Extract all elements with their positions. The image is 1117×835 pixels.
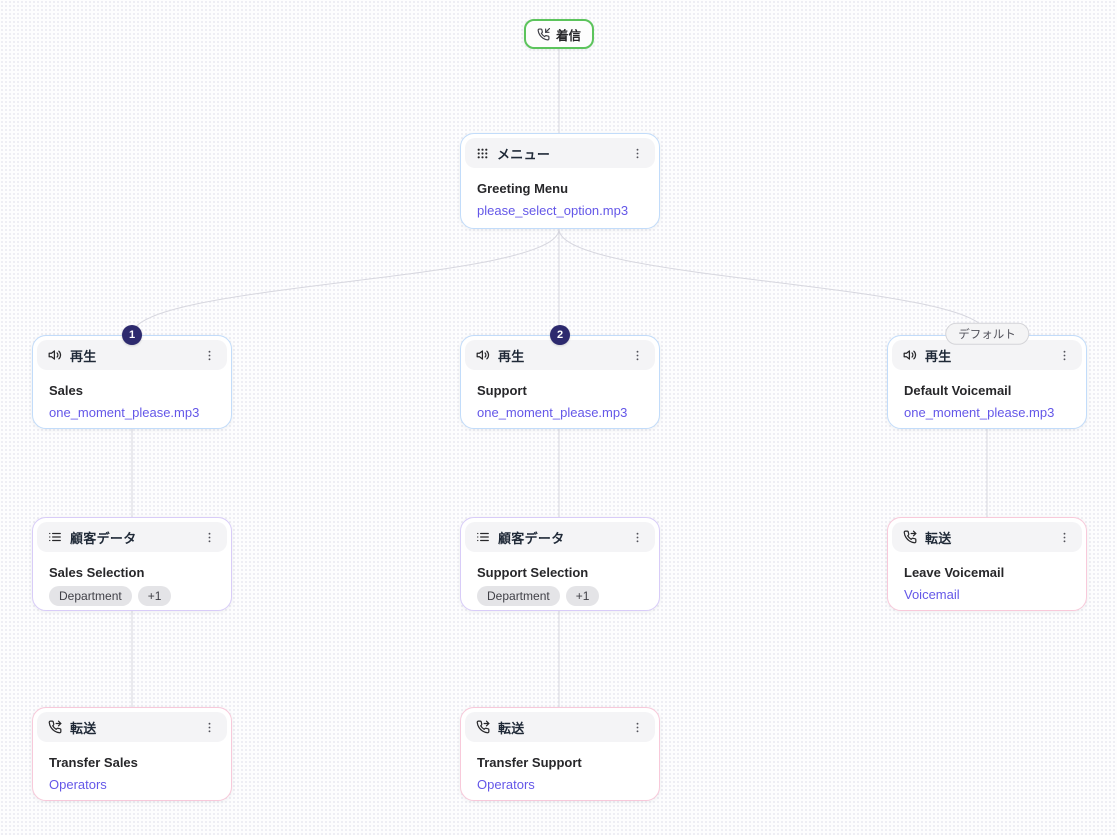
audio-file-link[interactable]: one_moment_please.mp3 (904, 405, 1055, 420)
node-type-label: 顧客データ (498, 530, 565, 546)
kebab-menu-button[interactable] (628, 346, 646, 364)
transfer-target-link[interactable]: Operators (49, 777, 107, 792)
node-title: Sales (49, 383, 83, 398)
node-play-default-voicemail[interactable]: デフォルト 再生 Default Voicemail one_moment_pl… (887, 322, 1087, 429)
node-header: 再生 (37, 340, 227, 370)
kebab-menu-button[interactable] (628, 528, 646, 546)
grid-menu-icon (476, 147, 489, 160)
node-type-label: 転送 (70, 720, 97, 736)
node-type-label: 再生 (498, 348, 525, 364)
node-title: Leave Voicemail (904, 565, 1005, 580)
node-title: Support Selection (477, 565, 589, 580)
node-header: メニュー (465, 138, 655, 168)
volume-icon (48, 348, 62, 362)
volume-icon (476, 348, 490, 362)
kebab-icon (1063, 350, 1065, 360)
data-field-tag: Department (49, 586, 132, 606)
node-support-selection[interactable]: 顧客データ Support Selection Department +1 (460, 517, 660, 611)
node-header: 転送 (892, 522, 1082, 552)
kebab-menu-button[interactable] (628, 144, 646, 162)
more-fields-tag: +1 (565, 586, 600, 606)
start-node-label: 着信 (555, 28, 582, 43)
node-transfer-sales[interactable]: 転送 Transfer Sales Operators (32, 707, 232, 801)
kebab-menu-button[interactable] (200, 718, 218, 736)
edge-menu-sales (131, 228, 560, 336)
kebab-icon (208, 722, 210, 732)
node-header: 顧客データ (465, 522, 655, 552)
edge-label-badge-default: デフォルト (945, 322, 1029, 345)
node-transfer-support[interactable]: 転送 Transfer Support Operators (460, 707, 660, 801)
node-type-label: メニュー (497, 146, 551, 162)
kebab-menu-button[interactable] (1055, 528, 1073, 546)
kebab-icon (636, 532, 638, 542)
node-type-label: 顧客データ (70, 530, 137, 546)
node-title: Transfer Sales (49, 755, 138, 770)
kebab-menu-button[interactable] (628, 718, 646, 736)
kebab-icon (636, 722, 638, 732)
edge-label-badge-1: 1 (122, 325, 142, 345)
edge-menu-default (558, 228, 988, 336)
kebab-icon (208, 350, 210, 360)
phone-forwarded-icon (903, 530, 917, 544)
kebab-menu-button[interactable] (200, 528, 218, 546)
kebab-icon (636, 148, 638, 158)
node-header: 顧客データ (37, 522, 227, 552)
kebab-icon (636, 350, 638, 360)
audio-file-link[interactable]: one_moment_please.mp3 (49, 405, 200, 420)
node-greeting-menu[interactable]: メニュー Greeting Menu please_select_option.… (460, 133, 660, 229)
list-icon (476, 530, 490, 544)
node-type-label: 転送 (925, 530, 952, 546)
node-header: 再生 (465, 340, 655, 370)
node-title: Default Voicemail (904, 383, 1012, 398)
node-title: Sales Selection (49, 565, 145, 580)
phone-forwarded-icon (476, 720, 490, 734)
node-sales-selection[interactable]: 顧客データ Sales Selection Department +1 (32, 517, 232, 611)
phone-forwarded-icon (48, 720, 62, 734)
volume-icon (903, 348, 917, 362)
transfer-target-link[interactable]: Voicemail (904, 587, 960, 602)
list-icon (48, 530, 62, 544)
node-type-label: 再生 (70, 348, 97, 364)
edge-label-badge-2: 2 (550, 325, 570, 345)
node-leave-voicemail[interactable]: 転送 Leave Voicemail Voicemail (887, 517, 1087, 611)
node-header: 転送 (37, 712, 227, 742)
kebab-menu-button[interactable] (200, 346, 218, 364)
kebab-menu-button[interactable] (1055, 346, 1073, 364)
transfer-target-link[interactable]: Operators (477, 777, 535, 792)
kebab-icon (1063, 532, 1065, 542)
node-play-sales[interactable]: 1 再生 Sales one_moment_please.mp3 (32, 325, 232, 429)
node-title: Greeting Menu (477, 181, 569, 196)
node-incoming-call[interactable]: 着信 (523, 19, 595, 49)
phone-incoming-icon (537, 27, 550, 41)
node-header: 転送 (465, 712, 655, 742)
more-fields-tag: +1 (137, 586, 172, 606)
audio-file-link[interactable]: please_select_option.mp3 (477, 203, 629, 218)
data-field-tag: Department (477, 586, 560, 606)
node-type-label: 転送 (498, 720, 525, 736)
audio-file-link[interactable]: one_moment_please.mp3 (477, 405, 628, 420)
node-title: Support (477, 383, 527, 398)
node-header: 再生 (892, 340, 1082, 370)
node-type-label: 再生 (925, 348, 952, 364)
kebab-icon (208, 532, 210, 542)
node-title: Transfer Support (477, 755, 582, 770)
node-play-support[interactable]: 2 再生 Support one_moment_please.mp3 (460, 325, 660, 429)
